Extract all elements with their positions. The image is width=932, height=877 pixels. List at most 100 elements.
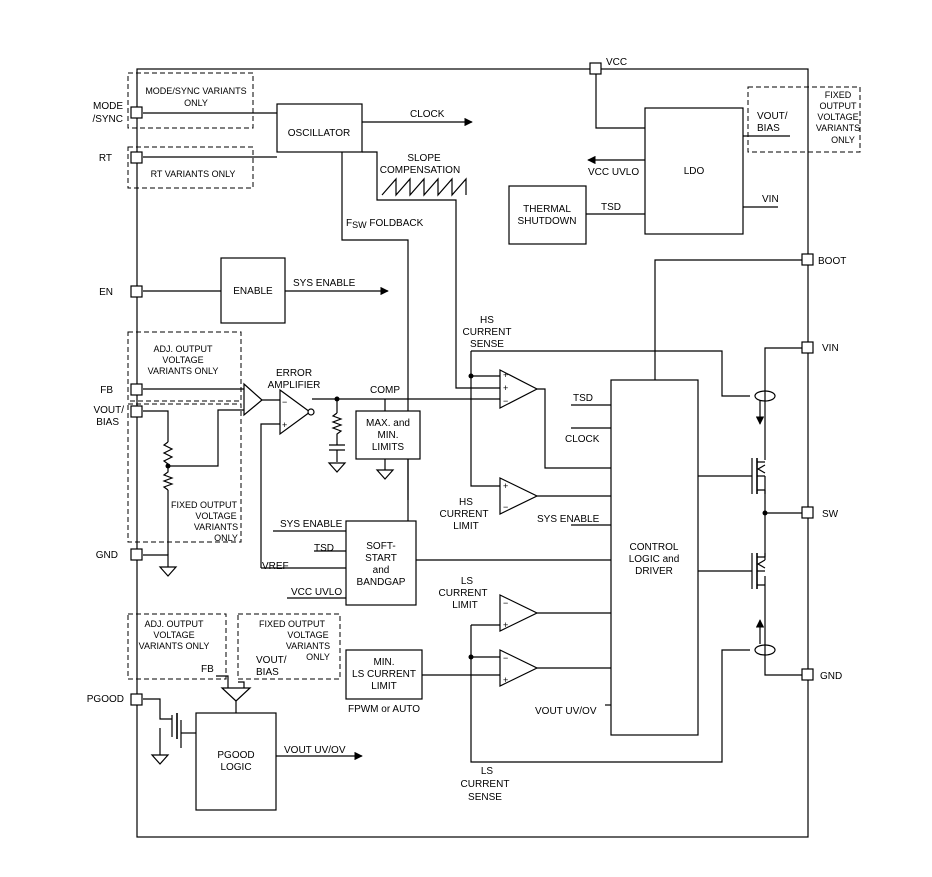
note-fixed-left-box xyxy=(127,403,242,543)
oscillator-label: OSCILLATOR xyxy=(288,128,350,139)
divider-resistor-bottom xyxy=(162,466,174,491)
wire-vin-rail xyxy=(764,347,802,460)
soft-start-label-3: and xyxy=(373,565,390,576)
note-rt: RT VARIANTS ONLY xyxy=(151,169,236,179)
thermal-label-1: THERMAL xyxy=(523,204,571,215)
wire-hs-limit-in xyxy=(470,376,500,487)
hs-comp-sign-1: + xyxy=(503,370,508,380)
enable-label: ENABLE xyxy=(233,286,273,297)
min-ls-comparator xyxy=(499,649,539,687)
note-fixed-top-2: OUTPUT xyxy=(820,101,858,111)
soft-start-label-1: SOFT- xyxy=(366,541,395,552)
label-ls-limit-1: LS xyxy=(461,576,474,587)
pin-sw-label: SW xyxy=(822,509,839,520)
note-adj-top-3: VARIANTS ONLY xyxy=(148,366,219,376)
label-fsw-foldback: FSW FOLDBACK xyxy=(346,218,424,230)
note-fixed-bottom-4: ONLY xyxy=(306,652,330,662)
max-min-label-3: LIMITS xyxy=(372,442,405,453)
wire-vcc xyxy=(595,73,645,129)
note-fixed-left-3: VARIANTS xyxy=(194,522,238,532)
min-ls-limit-block xyxy=(345,649,423,700)
ground-comp xyxy=(327,462,347,473)
note-adj-bottom-3: VARIANTS ONLY xyxy=(139,641,210,651)
junction-hs-sense xyxy=(468,373,474,379)
label-ldo-vout-1: VOUT/ xyxy=(757,111,788,122)
pgood-logic-label-2: LOGIC xyxy=(220,762,251,773)
label-vcc-uvlo: VCC UVLO xyxy=(588,167,639,178)
control-label-3: DRIVER xyxy=(635,566,673,577)
min-ls-plus: + xyxy=(503,675,508,685)
ea-minus: − xyxy=(282,397,287,407)
label-clock: CLOCK xyxy=(410,109,445,120)
wire-hs-sense xyxy=(471,350,750,397)
comp-capacitor xyxy=(329,444,345,462)
pin-vout-bias-label-1: VOUT/ xyxy=(93,405,124,416)
label-sys-enable-ctrl: SYS ENABLE xyxy=(537,514,600,525)
label-ls-sense-1: LS xyxy=(481,766,494,777)
wire-hs-out xyxy=(537,388,611,469)
label-hs-sense-2: CURRENT xyxy=(463,327,512,338)
soft-start-block xyxy=(345,520,417,606)
pin-vcc-label: VCC xyxy=(606,57,627,68)
note-adj-bottom-2: VOLTAGE xyxy=(153,630,194,640)
note-fixed-bottom-2: VOLTAGE xyxy=(287,630,328,640)
ls-mosfet xyxy=(751,553,766,589)
enable-block xyxy=(220,257,286,324)
junction-sw xyxy=(762,510,768,516)
pin-gnd-right-label: GND xyxy=(820,671,842,682)
error-amplifier xyxy=(279,388,312,436)
pgood-mosfet xyxy=(171,713,182,748)
label-sys-enable-ss: SYS ENABLE xyxy=(280,519,343,530)
max-min-label-1: MAX. and xyxy=(366,418,410,429)
label-tsd: TSD xyxy=(601,202,621,213)
note-fixed-top-5: ONLY xyxy=(831,135,855,145)
hs-limit-plus: + xyxy=(503,481,508,491)
label-hs-limit-3: LIMIT xyxy=(453,521,479,532)
pin-rt-label: RT xyxy=(99,153,112,164)
note-fixed-bottom-1: FIXED OUTPUT xyxy=(259,619,326,629)
pgood-logic-block xyxy=(195,712,277,811)
label-error-amp-1: ERROR xyxy=(276,368,312,379)
pgood-mux xyxy=(220,687,252,702)
pin-gnd-right xyxy=(801,668,814,681)
note-fixed-bottom-box xyxy=(237,613,341,680)
ground-maxmin xyxy=(375,459,395,480)
error-amplifier-bubble xyxy=(307,408,315,416)
wire-ls-sense xyxy=(470,625,750,763)
divider-resistor-top xyxy=(162,441,174,465)
label-tsd-ss: TSD xyxy=(314,543,334,554)
wire-pgood-fb xyxy=(216,675,229,688)
label-comp: COMP xyxy=(370,385,400,396)
note-fixed-left-2: VOLTAGE xyxy=(195,511,236,521)
wire-vref xyxy=(260,423,280,568)
junction-comp xyxy=(334,396,340,402)
pin-vin xyxy=(801,341,814,354)
label-ls-limit-2: CURRENT xyxy=(439,588,488,599)
pin-en xyxy=(130,285,143,298)
pin-vout-bias-label-2: BIAS xyxy=(96,417,119,428)
ls-current-sense-loop xyxy=(754,644,776,656)
label-hs-limit-1: HS xyxy=(459,497,473,508)
thermal-shutdown-block xyxy=(508,185,587,245)
hs-limit-comparator xyxy=(499,477,539,515)
slope-sawtooth xyxy=(381,177,467,197)
label-sys-enable: SYS ENABLE xyxy=(293,278,356,289)
pin-mode-sync-label-2: /SYNC xyxy=(92,114,123,125)
label-hs-limit-2: CURRENT xyxy=(440,509,489,520)
soft-start-label-4: BANDGAP xyxy=(357,577,406,588)
wire-slope xyxy=(362,151,500,389)
min-ls-minus: − xyxy=(503,653,508,663)
pin-mode-sync xyxy=(130,106,143,119)
label-fpwm: FPWM or AUTO xyxy=(348,704,420,715)
pgood-logic-label-1: PGOOD xyxy=(217,750,254,761)
pin-en-label: EN xyxy=(99,287,113,298)
label-ldo-vout-2: BIAS xyxy=(757,123,780,134)
note-fixed-top-3: VOLTAGE xyxy=(817,112,858,122)
wire-pgood xyxy=(143,698,172,720)
label-ls-sense-3: SENSE xyxy=(468,792,502,803)
max-min-limits-block xyxy=(355,410,421,460)
pin-boot xyxy=(801,253,814,266)
label-slope-2: COMPENSATION xyxy=(380,165,460,176)
ground-pgood xyxy=(150,754,170,765)
